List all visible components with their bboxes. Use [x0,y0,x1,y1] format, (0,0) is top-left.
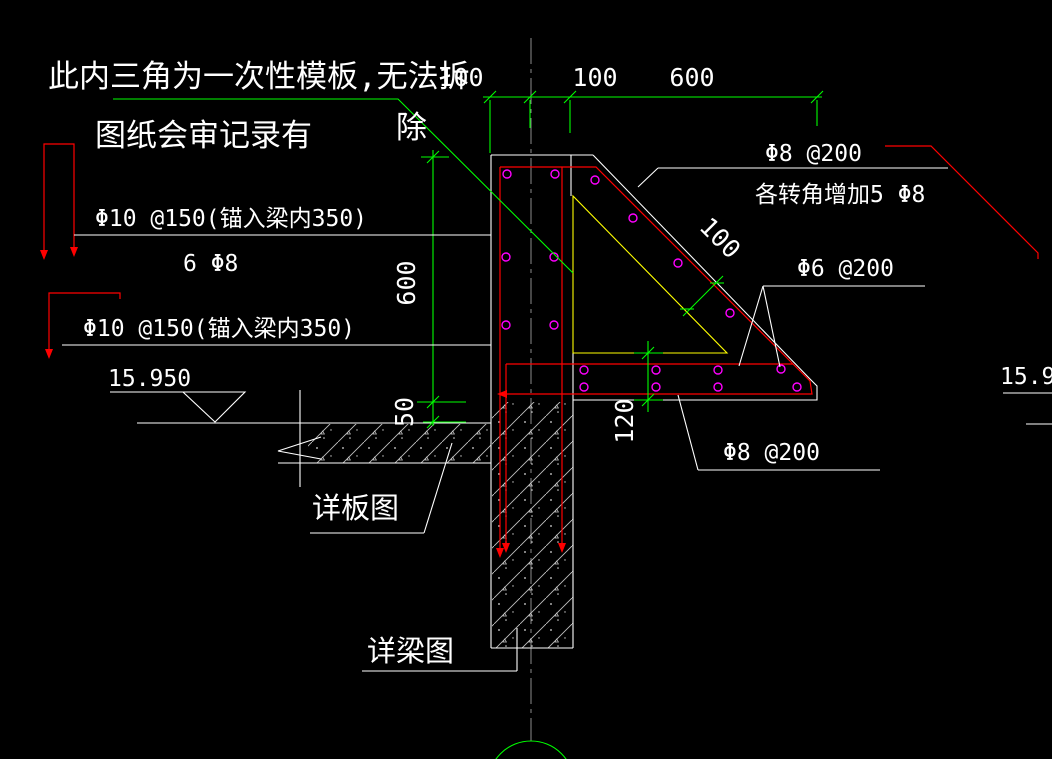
rebar-label-texts: Φ8 @200 各转角增加5 Φ8 Φ10 @150(锚入梁内350) 6 Φ8… [83,141,925,466]
label-diag-tie: Φ6 @200 [797,256,894,282]
dimension-texts: 100 100 600 600 50 120 100 [390,63,746,444]
label-corner-add: 各转角增加5 Φ8 [755,182,925,208]
dim-top-100a: 100 [438,63,483,92]
rebar-section-dots [501,169,802,392]
rebar-lines [496,166,813,558]
concrete-hatch-beam [492,402,573,648]
structure-outline [137,154,818,649]
note-texts: 此内三角为一次性模板,无法拆 图纸会审记录有 除 [48,59,470,154]
elevation-marker-right [1003,392,1052,425]
dim-slope-thickness: 100 [694,212,746,264]
annotation-leaders [62,167,948,672]
dimension-slab-thickness [634,341,663,412]
formwork-note-line2: 图纸会审记录有 [95,118,312,154]
grid-bubble [495,740,567,759]
dim-top-600: 600 [669,63,714,92]
label-top-bar: Φ8 @200 [765,141,862,167]
label-bottom-bar: Φ8 @200 [723,440,820,466]
elevation-right-value: 15.950 [1000,364,1052,390]
label-anchor-bar-1: Φ10 @150(锚入梁内350) [95,206,367,232]
ref-beam-detail: 详梁图 [367,634,454,668]
elevation-marker-left [110,391,247,423]
revision-marks [40,143,1039,359]
reference-texts: 详板图 详梁图 [312,491,454,668]
dim-wall-height: 600 [392,260,421,305]
label-anchor-bar-2: Φ10 @150(锚入梁内350) [83,316,355,342]
dim-slab-thickness: 120 [610,398,639,443]
concrete-hatch-floor-slab [308,424,491,463]
formwork-note-line1: 此内三角为一次性模板,无法拆 [48,59,470,95]
dim-top-100b: 100 [572,63,617,92]
dimension-left-vertical [417,150,466,429]
elevation-left-value: 15.950 [108,366,191,392]
ref-slab-detail: 详板图 [312,491,399,525]
label-stirrup-count: 6 Φ8 [183,251,238,277]
formwork-note-line2-cont: 除 [396,110,427,146]
elevation-texts: 15.950 15.950 [108,364,1052,392]
dimension-slope-thickness [680,275,724,317]
dimension-top-chain [483,90,824,153]
dim-floor-drop: 50 [390,397,419,427]
note-leader-line [113,98,574,274]
